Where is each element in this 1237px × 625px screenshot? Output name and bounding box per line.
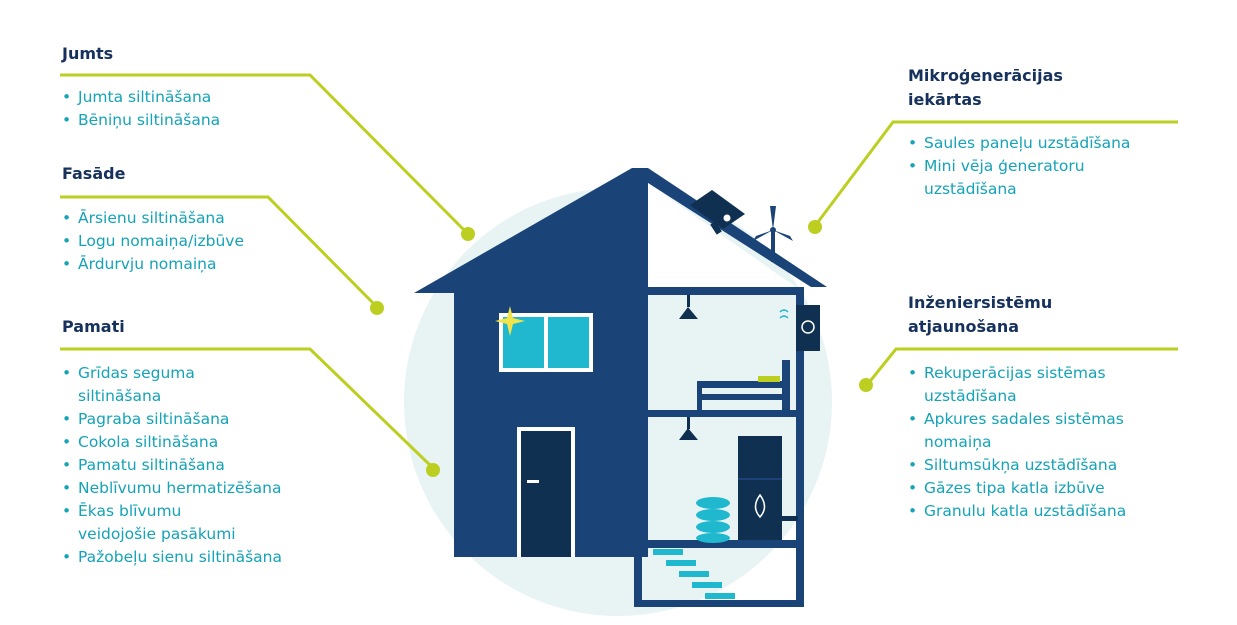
list-item: Ēkas blīvumu veidojošie pasākumi: [62, 500, 253, 546]
dot-jumts: [461, 227, 475, 241]
list-item: Pamatu siltināšana: [62, 454, 330, 477]
list-fasade: Ārsienu siltināšana Logu nomaiņa/izbūve …: [62, 207, 312, 276]
bed-icon: [697, 360, 790, 410]
wind-turbine-icon: [753, 206, 793, 262]
mid-floor: [648, 410, 804, 417]
basement-wall-left: [634, 540, 642, 607]
roof-right-outline: [648, 168, 827, 287]
connector-dots: [370, 220, 873, 477]
connector-pamati: [60, 347, 435, 470]
heading-mikro: Mikroģenerācijas iekārtas: [908, 66, 1063, 109]
lamp-icon-upper: [679, 295, 698, 319]
ground-floor: [648, 540, 804, 548]
window-pane-right: [548, 317, 589, 368]
list-item: Siltumsūkņa uzstādīšana: [908, 454, 1198, 477]
door-handle: [527, 480, 539, 483]
attic-floor: [648, 287, 798, 295]
basement-floor: [634, 600, 804, 607]
group-pamati: Pamati Grīdas seguma siltināšana Pagraba…: [62, 315, 330, 569]
list-item: Ārsienu siltināšana: [62, 207, 312, 230]
group-jumts: Jumts Jumta siltināšana Bēniņu siltināša…: [62, 42, 312, 132]
recuperator-icon: [779, 305, 820, 351]
dot-mikro: [808, 220, 822, 234]
list-item: Grīdas seguma siltināšana: [62, 362, 238, 408]
list-item: Pagraba siltināšana: [62, 408, 330, 431]
list-jumts: Jumta siltināšana Bēniņu siltināšana: [62, 86, 312, 132]
list-item: Saules paneļu uzstādīšana: [908, 132, 1188, 155]
dot-fasade: [370, 301, 384, 315]
dot-inzenier: [859, 378, 873, 392]
insulation-icon: [696, 497, 730, 543]
heading-inzenier: Inženiersistēmu atjaunošana: [908, 293, 1053, 336]
list-item: Rekuperācijas sistēmas uzstādīšana: [908, 362, 1164, 408]
connector-mikro: [813, 120, 1178, 227]
list-item: Pažobeļu sienu siltināšana: [62, 546, 330, 569]
connector-lines: [60, 73, 1178, 470]
list-item: Ārdurvju nomaiņa: [62, 253, 312, 276]
door: [521, 431, 571, 557]
list-item: Apkures sadales sistēmas nomaiņa: [908, 408, 1124, 454]
basement-wall-right: [796, 540, 804, 607]
heading-jumts: Jumts: [62, 44, 114, 63]
list-item: Jumta siltināšana: [62, 86, 312, 109]
list-item: Gāzes tipa katla izbūve: [908, 477, 1198, 500]
roof-left: [414, 168, 648, 293]
dot-pamati: [426, 463, 440, 477]
list-item: Mini vēja ģeneratoru uzstādīšana: [908, 155, 1134, 201]
group-mikro: Mikroģenerācijas iekārtas Saules paneļu …: [908, 64, 1188, 201]
connector-fasade: [60, 195, 379, 309]
list-item: Logu nomaiņa/izbūve: [62, 230, 312, 253]
stairs: [653, 549, 735, 599]
solar-panel-icon: [690, 190, 745, 235]
house-cutaway: [634, 168, 827, 607]
list-inzenier: Rekuperācijas sistēmas uzstādīšana Apkur…: [908, 362, 1198, 523]
connector-jumts: [60, 73, 470, 236]
sparkle-icon: [495, 306, 525, 336]
heading-pamati: Pamati: [62, 317, 125, 336]
attic-wall: [648, 183, 796, 292]
connector-inzenier: [865, 347, 1178, 386]
group-inzenier: Inženiersistēmu atjaunošana Rekuperācija…: [908, 291, 1198, 523]
list-pamati: Grīdas seguma siltināšana Pagraba siltin…: [62, 362, 330, 569]
right-wall: [796, 287, 804, 557]
heading-fasade: Fasāde: [62, 164, 126, 183]
list-mikro: Saules paneļu uzstādīšana Mini vēja ģene…: [908, 132, 1188, 201]
house-exterior: [414, 168, 648, 557]
list-item: Cokola siltināšana: [62, 431, 330, 454]
lamp-icon-lower: [679, 417, 698, 440]
list-item: Bēniņu siltināšana: [62, 109, 312, 132]
list-item: Neblīvumu hermatizēšana: [62, 477, 330, 500]
list-item: Granulu katla uzstādīšana: [908, 500, 1198, 523]
boiler-icon: [738, 436, 798, 540]
group-fasade: Fasāde Ārsienu siltināšana Logu nomaiņa/…: [62, 162, 312, 276]
